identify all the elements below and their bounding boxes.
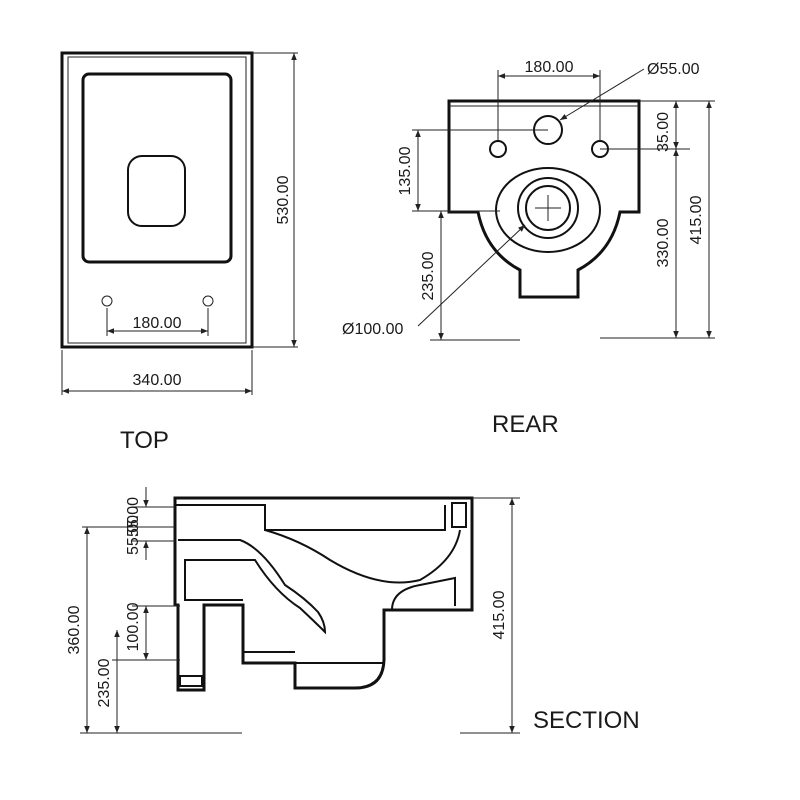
fixing-hole-right: [202, 295, 214, 307]
top-width-dim: 340.00: [133, 372, 182, 389]
flush-button-shape: [127, 155, 186, 227]
rear-outlet-height-dim: 235.00: [420, 251, 437, 300]
top-depth-dim: 530.00: [275, 175, 292, 224]
section-bowl-wall: [391, 576, 456, 611]
inlet-diameter-dim: Ø55.00: [647, 61, 700, 78]
rear-top-offset-dim: 35.00: [655, 112, 672, 152]
section-outer-outline: [173, 496, 474, 692]
section-outlet-size-dim: 100.00: [125, 602, 142, 651]
rear-fixing-hole-left: [489, 140, 507, 158]
section-view: 55.00 55.00 100.00 360.00 235.00 415.00 …: [66, 487, 640, 734]
section-seat-height-dim: 360.00: [66, 605, 83, 654]
section-trap: [178, 539, 327, 635]
rear-view: 180.00 Ø55.00 135.00 235.00 Ø100.00 35.0…: [342, 59, 715, 438]
top-view-label: TOP: [120, 427, 169, 454]
rear-outline: [447, 99, 641, 299]
rear-hole-spacing-dim: 180.00: [525, 59, 574, 76]
outlet-ring-middle: [517, 177, 579, 239]
section-rear-cavity: [451, 502, 467, 528]
top-view: 180.00 340.00 530.00 TOP: [60, 51, 298, 454]
fixing-hole-left: [101, 295, 113, 307]
section-rim: [175, 504, 446, 531]
rear-inlet-outlet-dim: 135.00: [397, 146, 414, 195]
section-outlet-pipe: [179, 675, 203, 687]
outlet-leader: [417, 224, 526, 327]
rear-fixing-height-dim: 330.00: [655, 218, 672, 267]
section-total-height-dim: 415.00: [491, 590, 508, 639]
rear-view-label: REAR: [492, 411, 559, 438]
inlet-leader: [559, 68, 645, 121]
section-view-label: SECTION: [533, 707, 640, 734]
outlet-pipe: [525, 185, 571, 231]
outlet-diameter-dim: Ø100.00: [342, 321, 403, 338]
section-bowl-inner: [264, 529, 461, 584]
section-outlet-height-dim: 235.00: [96, 658, 113, 707]
top-inner-edge: [67, 56, 247, 344]
rear-total-height-dim: 415.00: [688, 195, 705, 244]
top-lid-panel: [81, 72, 233, 264]
top-hole-spacing-dim: 180.00: [133, 315, 182, 332]
section-top-b-dim: 55.00: [125, 515, 142, 555]
outlet-ring-outer: [495, 167, 601, 253]
top-outline: [60, 51, 254, 349]
